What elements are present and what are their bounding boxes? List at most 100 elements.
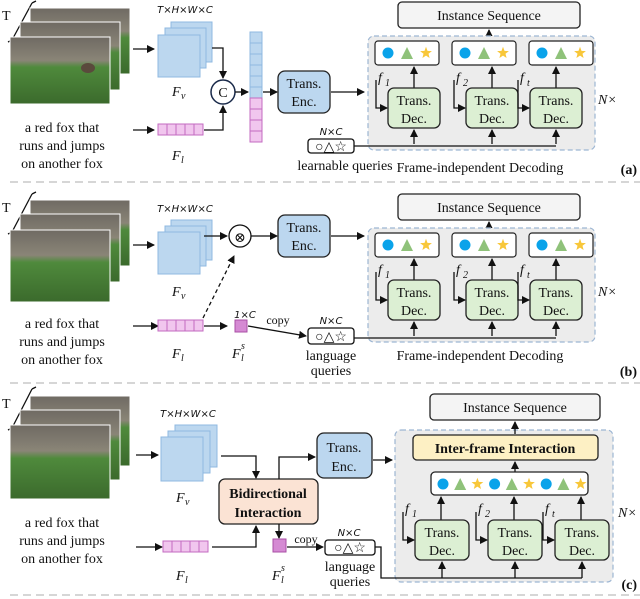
concatenated-features <box>249 31 263 143</box>
shape: Dec. <box>479 112 505 127</box>
svg-text:l: l <box>281 575 284 586</box>
svg-text:v: v <box>181 291 186 302</box>
shape: Trans. <box>498 526 533 541</box>
arrow <box>453 272 466 304</box>
shape: Trans. <box>475 94 510 109</box>
star-icon <box>574 477 587 489</box>
transformer-decoder <box>414 519 470 561</box>
svg-text:Bidirectional: Bidirectional <box>229 487 307 502</box>
instance-sequence-label: Instance Sequence <box>437 9 541 24</box>
circle-icon <box>382 239 394 251</box>
fl-label: F <box>171 347 181 362</box>
frame-index: t <box>527 270 530 281</box>
transformer-decoder <box>387 279 441 321</box>
video-frame <box>9 229 111 303</box>
query-line <box>375 546 582 579</box>
fls-label: F <box>271 569 281 584</box>
language-features <box>157 319 204 332</box>
transformer-decoder <box>554 519 610 561</box>
triangle-icon <box>454 478 467 490</box>
triangle-icon <box>555 47 567 59</box>
language-token <box>184 319 195 332</box>
arrow <box>278 453 316 479</box>
repeat-label: N× <box>617 506 637 521</box>
frame-independent-label: Frame-independent Decoding <box>397 349 564 364</box>
copy-label: copy <box>294 532 317 546</box>
inter-frame-label: Inter-frame Interaction <box>435 442 576 457</box>
frame-feature-label: f <box>405 502 411 517</box>
svg-text:C: C <box>218 86 227 101</box>
star-icon <box>420 238 432 250</box>
instance-sequence-box <box>429 393 601 421</box>
caption-line: on another fox <box>21 552 103 567</box>
video-frame <box>9 36 111 105</box>
svg-text:queries: queries <box>311 364 351 379</box>
frame-feature-label: f <box>378 71 384 86</box>
star-icon <box>471 477 484 489</box>
svg-text:Enc.: Enc. <box>291 239 316 254</box>
dashed-arrow <box>202 255 235 319</box>
svg-text:queries: queries <box>330 575 370 590</box>
language-token <box>184 123 195 136</box>
svg-text:language: language <box>306 349 357 364</box>
shape: Dec. <box>479 304 505 319</box>
language-token <box>162 540 173 553</box>
triangle-icon <box>505 478 518 490</box>
panel-a: T a red fox that runs and jumps on anoth… <box>2 0 393 174</box>
frame-feature-label: f <box>456 263 462 278</box>
svg-text:s: s <box>241 341 245 352</box>
language-token <box>180 540 191 553</box>
frame-independent-label: Frame-independent Decoding <box>397 161 564 176</box>
svg-text:l: l <box>181 353 184 364</box>
sentence-feature <box>272 538 287 553</box>
frame-index: 2 <box>463 78 468 89</box>
circle-icon <box>536 239 548 251</box>
language-token <box>193 319 204 332</box>
star-icon <box>497 238 509 250</box>
fv-label: F <box>171 285 181 300</box>
language-token <box>249 130 263 143</box>
transformer-decoder <box>387 87 441 129</box>
shape: Trans. <box>539 286 574 301</box>
fl-label: F <box>175 569 185 584</box>
frame-feature-label: f <box>545 502 551 517</box>
arrow <box>542 512 555 544</box>
panel-label-b: (b) <box>620 365 637 380</box>
svg-text:v: v <box>185 497 190 508</box>
fls-label: F <box>231 347 241 362</box>
star-icon <box>574 238 586 250</box>
instance-sequence-label: Instance Sequence <box>437 201 541 216</box>
svg-text:v: v <box>181 91 186 102</box>
visual-features <box>157 21 213 78</box>
frame-feature-label: f <box>520 71 526 86</box>
language-token <box>166 123 177 136</box>
panel-label-c: (c) <box>621 578 637 593</box>
circle-icon <box>437 478 449 490</box>
arrow <box>212 525 260 548</box>
language-features <box>157 123 204 136</box>
star-icon <box>523 477 535 489</box>
language-token <box>198 540 209 553</box>
frame-feature-label: f <box>478 502 484 517</box>
language-token <box>175 123 186 136</box>
panel-c: T a red fox that runs and jumps on anoth… <box>2 386 393 590</box>
circle-icon <box>536 47 548 59</box>
repeat-label: N× <box>597 93 617 108</box>
frame-index: 2 <box>485 509 490 520</box>
frame-index: 1 <box>385 78 390 89</box>
fox-image <box>81 63 95 73</box>
shape: Dec. <box>401 304 427 319</box>
caption-line: on another fox <box>21 353 103 368</box>
query-shapes-icon: ○△☆ <box>334 541 366 556</box>
frame-index: 1 <box>412 509 417 520</box>
language-token <box>175 319 186 332</box>
shape: Trans. <box>565 526 600 541</box>
triangle-icon <box>401 47 413 59</box>
visual-features <box>157 219 213 275</box>
arrow <box>204 105 227 131</box>
learnable-queries-label: learnable queries <box>297 159 392 174</box>
repeat-label: N× <box>597 285 617 300</box>
svg-text:l: l <box>181 155 184 166</box>
visual-token <box>249 75 263 88</box>
